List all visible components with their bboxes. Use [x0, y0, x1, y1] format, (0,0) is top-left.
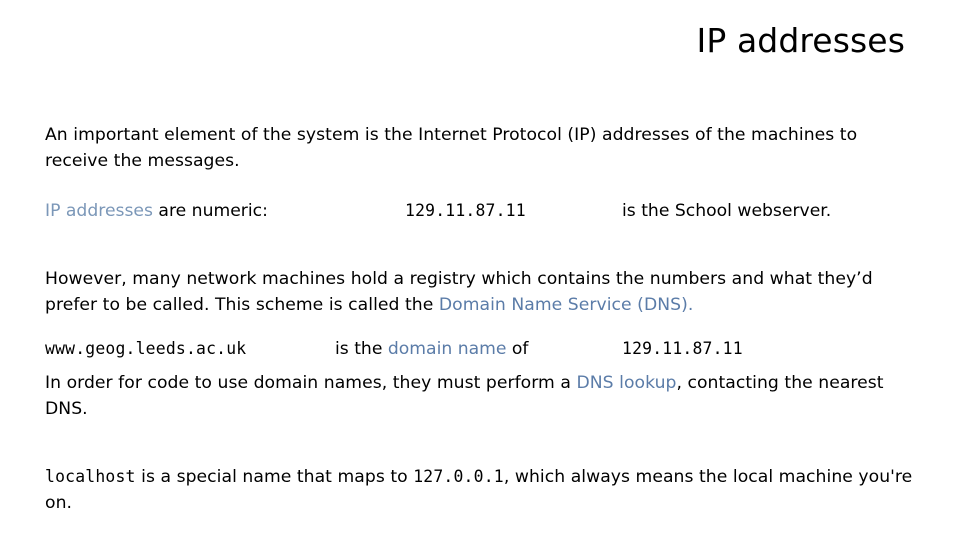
- spacer: [45, 362, 915, 370]
- paragraph-registry: However, many network machines hold a re…: [45, 266, 915, 318]
- line-domain-example: www.geog.leeds.ac.uk is the domain name …: [45, 336, 915, 362]
- ip-numeric-phrase: IP addresses are numeric:: [45, 198, 268, 224]
- code-localhost: localhost: [45, 467, 136, 486]
- ip-address-value-school: 129.11.87.11: [405, 201, 526, 220]
- domain-example-phrase: is the domain name of: [335, 336, 528, 362]
- ip-numeric-suffix: are numeric:: [152, 201, 268, 221]
- spacer: [45, 318, 915, 336]
- term-dns-lookup: DNS lookup: [576, 373, 677, 393]
- spacer: [45, 422, 915, 464]
- page-title: IP addresses: [696, 21, 905, 60]
- ip-address-value-domain: 129.11.87.11: [622, 339, 743, 358]
- paragraph-registry-text: However, many network machines hold a re…: [45, 269, 873, 315]
- domain-name-value: www.geog.leeds.ac.uk: [45, 339, 247, 358]
- paragraph-localhost: localhost is a special name that maps to…: [45, 464, 915, 516]
- spacer: [45, 224, 915, 266]
- term-ip-addresses: IP addresses: [45, 201, 153, 221]
- domain-of: of: [506, 339, 529, 359]
- domain-is-the: is the: [335, 339, 388, 359]
- paragraph-localhost-after: , which always means the local machine y…: [45, 467, 913, 513]
- paragraph-lookup-after: , contacting the nearest DNS.: [45, 373, 884, 419]
- term-domain-name: domain name: [387, 339, 507, 359]
- paragraph-lookup: In order for code to use domain names, t…: [45, 370, 915, 422]
- paragraph-localhost-mid: is a special name that maps to: [135, 467, 414, 487]
- code-loopback-address: 127.0.0.1: [413, 467, 504, 486]
- spacer: [45, 174, 915, 198]
- line-ip-numeric: IP addresses are numeric: 129.11.87.11 i…: [45, 198, 915, 224]
- paragraph-intro: An important element of the system is th…: [45, 125, 858, 171]
- ip-numeric-trailing: is the School webserver.: [622, 201, 832, 221]
- slide-body: An important element of the system is th…: [45, 122, 915, 516]
- term-domain-name-service: Domain Name Service (DNS).: [438, 295, 694, 315]
- paragraph-lookup-before: In order for code to use domain names, t…: [45, 373, 577, 393]
